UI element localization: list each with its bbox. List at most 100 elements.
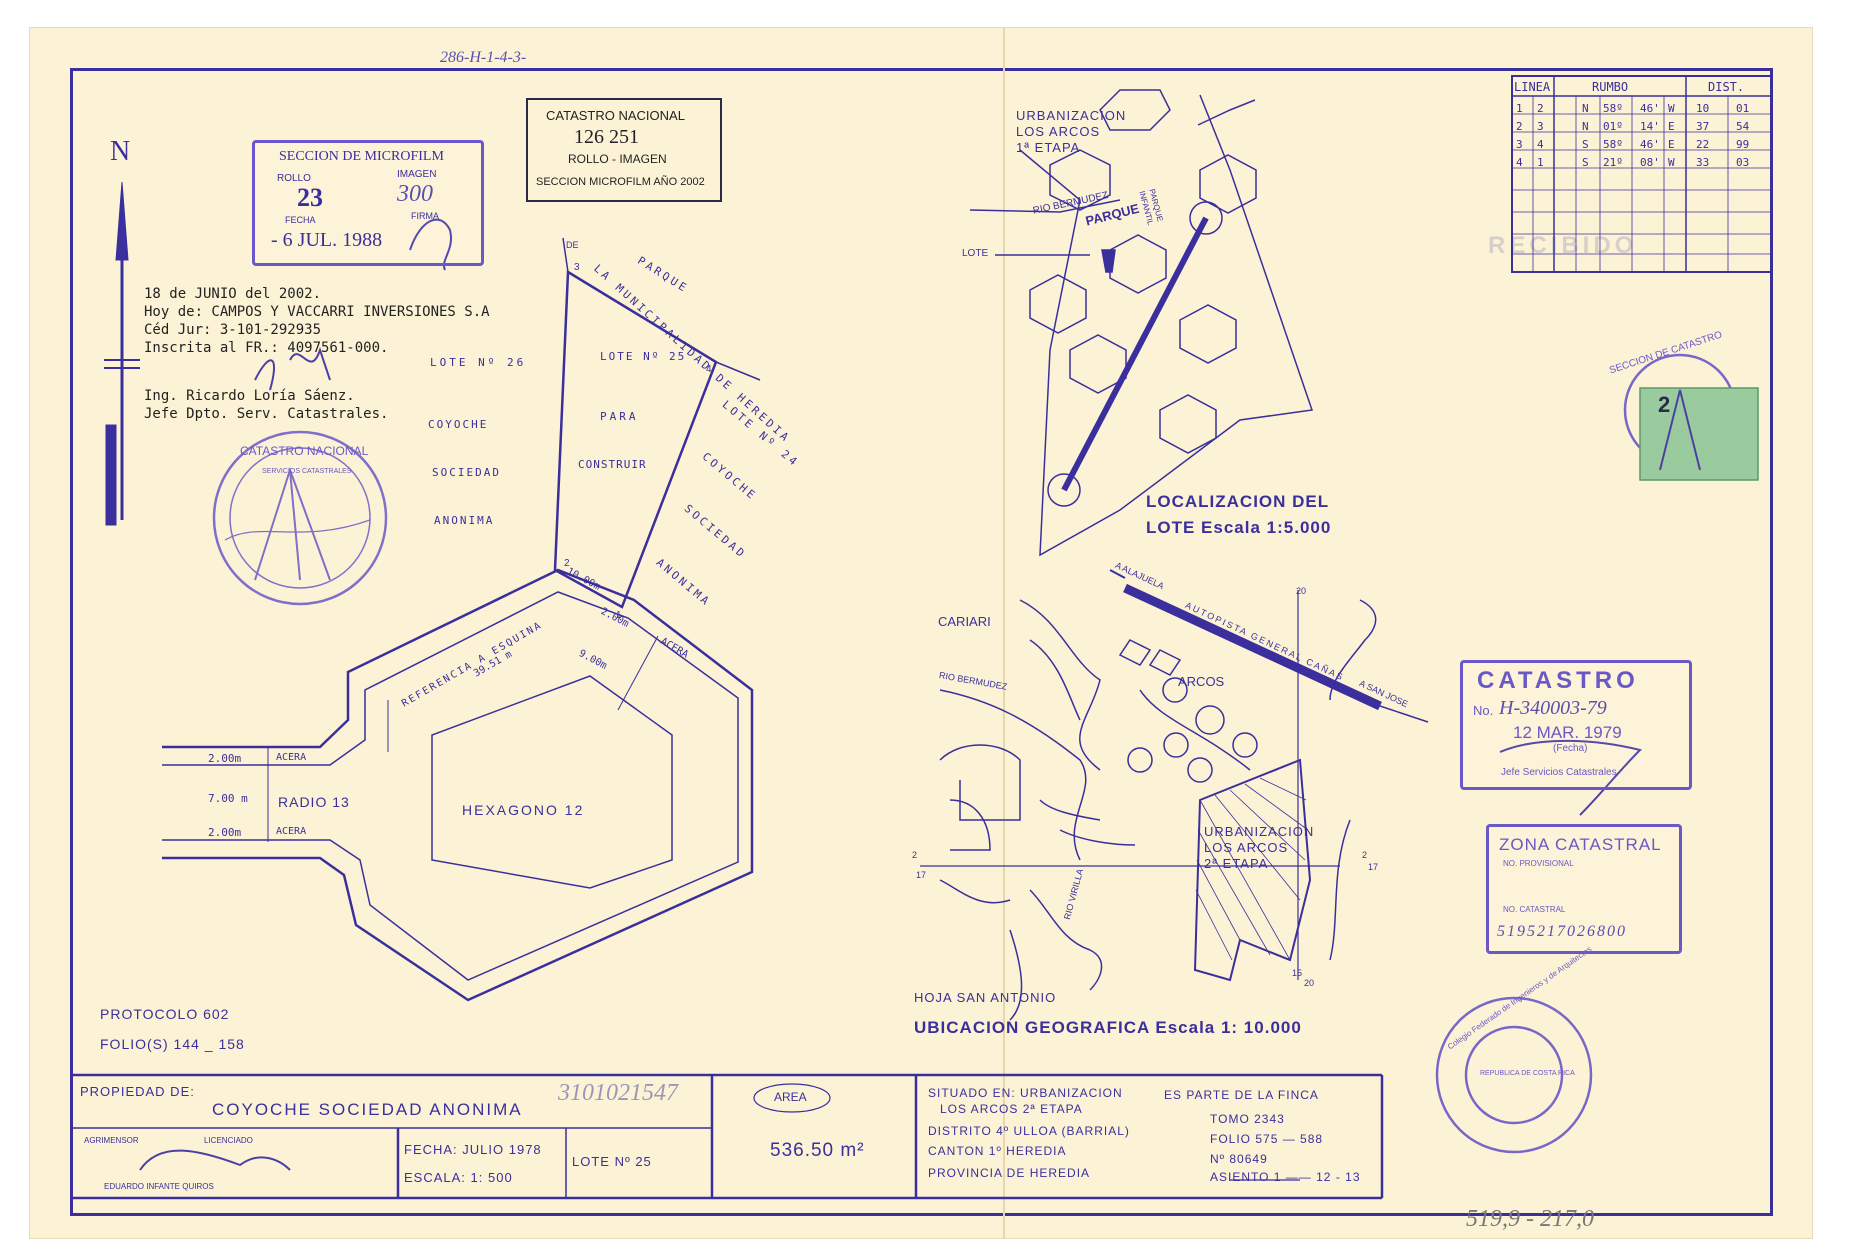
rumbo-cell: 22 — [1696, 138, 1710, 151]
vertex-2: 2 — [564, 558, 570, 569]
microfilm-date: - 6 JUL. 1988 — [271, 229, 383, 251]
catastro-title: CATASTRO — [1477, 667, 1639, 694]
note-line-2: Hoy de: CAMPOS Y VACCARRI INVERSIONES S.… — [144, 304, 490, 320]
vertex-4: 4 — [706, 364, 712, 375]
geo-tick-2-right: 2 — [1362, 850, 1368, 860]
geo-tick-17-right: 17 — [1368, 862, 1379, 872]
situado-1: SITUADO EN: URBANIZACION — [928, 1086, 1123, 1100]
geo-arcos: ARCOS — [1178, 674, 1225, 689]
agrimensor-label: AGRIMENSOR — [84, 1136, 139, 1145]
rumbo-header-rumbo: RUMBO — [1592, 80, 1629, 94]
rumbo-cell: 46' — [1640, 102, 1660, 115]
rumbo-cell: W — [1668, 102, 1675, 115]
rumbo-cell: W — [1668, 156, 1675, 169]
signature-catastro — [1499, 739, 1642, 816]
rumbo-cell: 03 — [1736, 156, 1750, 169]
seal-tr-number: 2 — [1658, 392, 1671, 417]
rumbo-cell: 3 — [1537, 120, 1544, 133]
geo-tick-15: 15 — [1292, 968, 1303, 978]
catastro-fecha-label: (Fecha) — [1553, 743, 1588, 754]
loc-title-1: LOCALIZACION DEL — [1146, 492, 1330, 511]
rumbo-cell: 1 — [1537, 156, 1544, 169]
los-arcos-2-etapa — [1193, 758, 1312, 982]
acera-top: ACERA — [276, 752, 307, 763]
area-label: AREA — [774, 1090, 807, 1104]
catastro-jefe: Jefe Servicios Catastrales — [1501, 767, 1617, 778]
catastro-date: 12 MAR. 1979 — [1513, 723, 1622, 742]
rollo-label: ROLLO — [277, 173, 311, 184]
rumbo-cell: 1 — [1516, 102, 1523, 115]
rumbo-header-linea: LINEA — [1514, 80, 1551, 94]
radio-bot-dist: 2.00m — [208, 826, 242, 839]
signature-microfilm — [409, 218, 453, 271]
propiedad-label: PROPIEDAD DE: — [80, 1084, 195, 1099]
zona-title: ZONA CATASTRAL — [1499, 835, 1662, 854]
para-label: PARA — [600, 410, 639, 423]
fecha-cell: FECHA: JULIO 1978 — [404, 1142, 542, 1157]
lote-26-label: LOTE Nº 26 — [430, 356, 527, 369]
zona-prov-label: NO. PROVISIONAL — [1503, 859, 1574, 868]
note-line-4: Inscrita al FR.: 4097561-000. — [144, 340, 389, 356]
geo-tick-20-bottom: 20 — [1304, 978, 1315, 988]
geo-urb2-2: LOS ARCOS — [1204, 840, 1289, 855]
loc-title-2: LOTE Escala 1:5.000 — [1146, 518, 1332, 537]
bottom-hand-note: 519,9 - 217,0 — [1466, 1206, 1594, 1232]
catastro-stamp: CATASTRO No. H-340003-79 12 MAR. 1979 (F… — [1460, 660, 1692, 790]
rumbo-cell: E — [1668, 138, 1675, 151]
rumbo-cell: S — [1582, 156, 1589, 169]
hexagono-12 — [431, 675, 673, 889]
note-line-3: Céd Jur: 3-101-292935 — [144, 322, 322, 338]
finca-2: TOMO 2343 — [1210, 1112, 1285, 1126]
situado-3: DISTRITO 4º ULLOA (BARRIAL) — [928, 1124, 1130, 1138]
situado-2: LOS ARCOS 2ª ETAPA — [940, 1102, 1083, 1116]
area-value: 536.50 m² — [770, 1140, 865, 1161]
rumbo-cell: 4 — [1516, 156, 1523, 169]
loc-urb-2: LOS ARCOS — [1016, 124, 1101, 139]
finca-4: Nº 80649 — [1210, 1152, 1268, 1166]
rumbo-cell: 01º — [1603, 120, 1623, 133]
zona-cat-label: NO. CATASTRAL — [1503, 905, 1566, 914]
seal-left-text: CATASTRO NACIONAL — [240, 444, 369, 458]
lote-cell: LOTE Nº 25 — [572, 1154, 652, 1169]
signature-loria — [254, 346, 331, 391]
geographic-map — [920, 569, 1429, 1021]
coyoche-left-3: ANONIMA — [434, 514, 495, 527]
rumbo-cell: 2 — [1537, 102, 1544, 115]
north-label: N — [110, 136, 131, 167]
fecha-label: FECHA — [285, 215, 316, 225]
propiedad-hand-number: 3101021547 — [558, 1080, 678, 1106]
protocolo: PROTOCOLO 602 — [100, 1006, 230, 1022]
reference-code: 286-H-1-4-3- — [440, 49, 527, 66]
finca-3: FOLIO 575 — 588 — [1210, 1132, 1324, 1146]
rumbo-cell: 2 — [1516, 120, 1523, 133]
rumbo-cell: 37 — [1696, 120, 1710, 133]
rumbo-header-dist: DIST. — [1708, 80, 1745, 94]
rumbo-cell: 10 — [1696, 102, 1710, 115]
construir-label: CONSTRUIR — [578, 458, 647, 471]
geo-tick-2-left: 2 — [912, 850, 918, 860]
finca-1: ES PARTE DE LA FINCA — [1164, 1088, 1319, 1102]
rumbo-table-grid — [1511, 75, 1773, 273]
seal-left-inner: SERVICIOS CATASTRALES — [262, 468, 352, 475]
geo-hoja: HOJA SAN ANTONIO — [914, 990, 1057, 1005]
rumbo-cell: 46' — [1640, 138, 1660, 151]
vertex-1: 1 — [616, 610, 622, 621]
catastro-nacional-seal — [212, 430, 388, 606]
geo-urb2-1: URBANIZACION — [1204, 824, 1315, 839]
note-line-1: 18 de JUNIO del 2002. — [144, 286, 322, 302]
cn-title: CATASTRO NACIONAL — [546, 108, 685, 123]
catastro-no: H-340003-79 — [1499, 697, 1607, 719]
zona-number: 5 1 9 5 2 1 7 0 2 6 8 0 0 — [1497, 923, 1625, 940]
geo-urb2-3: 2ª ETAPA — [1204, 856, 1269, 871]
rumbo-cell: N — [1582, 102, 1589, 115]
rumbo-cell: 3 — [1516, 138, 1523, 151]
geo-title: UBICACION GEOGRAFICA Escala 1: 10.000 — [914, 1018, 1302, 1037]
lote-25-boundary — [553, 269, 718, 609]
microfilm-stamp: SECCION DE MICROFILM ROLLO IMAGEN 23 300… — [252, 140, 484, 266]
escala-cell: ESCALA: 1: 500 — [404, 1170, 513, 1185]
seccion-catastro-seal — [1623, 353, 1759, 481]
situado-5: PROVINCIA DE HEREDIA — [928, 1166, 1091, 1180]
zona-catastral-stamp: ZONA CATASTRAL NO. PROVISIONAL NO. CATAS… — [1486, 824, 1682, 954]
rumbo-cell: 58º — [1603, 138, 1623, 151]
